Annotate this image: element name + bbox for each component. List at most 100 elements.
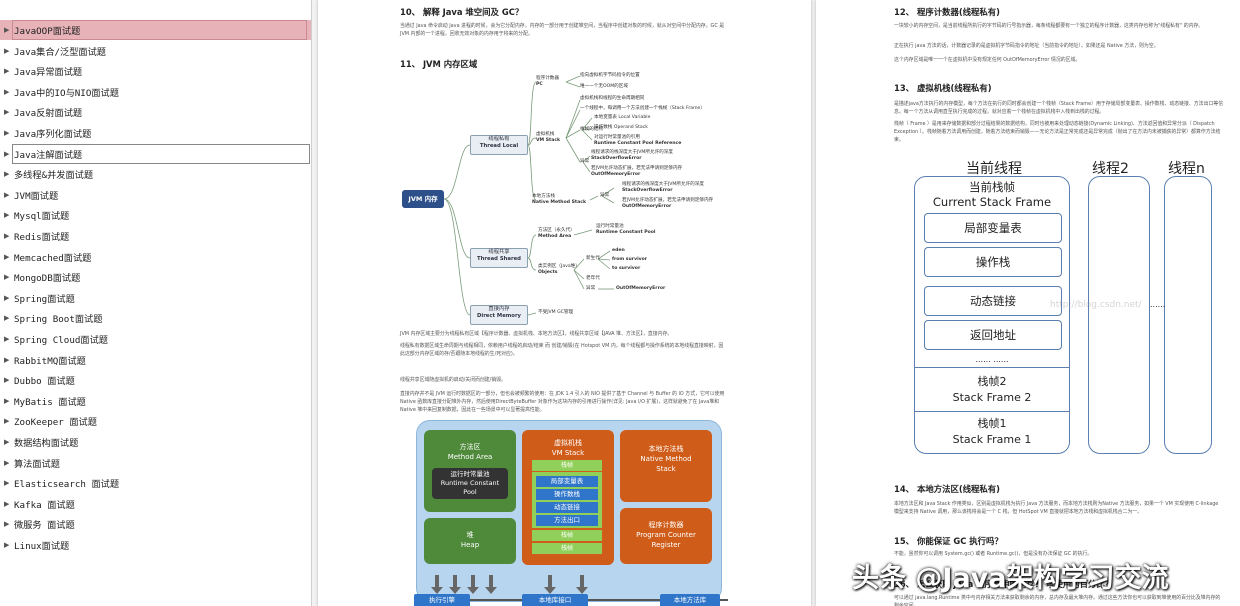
sidebar-item-label: 算法面试题 (14, 458, 60, 470)
sidebar-item[interactable]: ▶MyBatis 面试题 (0, 391, 311, 411)
vm-stack-cn: 虚拟机栈 (536, 132, 555, 137)
node-label-cn: 线程私有 (488, 136, 510, 142)
current-frame-cn: 当前栈帧 (969, 180, 1015, 194)
mindmap-exception: 异常 (600, 193, 610, 198)
divider (914, 367, 1070, 368)
thread2-column (1088, 176, 1150, 454)
expand-arrow-icon[interactable]: ▶ (4, 376, 10, 385)
sidebar-item-label: Java序列化面试题 (14, 129, 92, 140)
sidebar-item[interactable]: ▶ 算法面试题 (0, 453, 311, 473)
sidebar-item[interactable]: ▶ Java序列化面试题 (0, 123, 311, 143)
sidebar-item-label: MongoDB面试题 (14, 273, 81, 285)
heading-q14: 14、 本地方法区(线程私有) (894, 484, 1000, 494)
sidebar-item-label: 多线程&并发面试题 (14, 170, 94, 182)
expand-arrow-icon[interactable]: ▶ (4, 46, 10, 55)
native-library-block: 本地方法库 (660, 594, 720, 606)
expand-arrow-icon[interactable]: ▶ (4, 211, 10, 220)
operand-stack: 操作栈 (924, 247, 1062, 277)
expand-arrow-icon[interactable]: ▶ (4, 335, 10, 343)
sidebar-item[interactable]: ▶JVM面试题 (0, 185, 311, 205)
sidebar-item[interactable]: ▶Java中的IO与NIO面试题 (0, 82, 311, 102)
sidebar-item[interactable]: ▶ RabbitMQ面试题 (0, 350, 311, 370)
sidebar-item[interactable]: ▶ MongoDB面试题 (0, 267, 311, 287)
frame-dots: ...... ...... (975, 355, 1009, 364)
expand-arrow-icon[interactable]: ▶ (4, 417, 10, 426)
node-label-en: Thread Local (479, 143, 519, 149)
rcp-en2: Pool (463, 488, 477, 496)
sidebar-item-label: RabbitMQ面试题 (14, 355, 86, 367)
expand-arrow-icon[interactable]: ▶ (4, 232, 10, 240)
paragraph: 正在执行 java 方法的话，计数器记录的是虚拟机字节码指令的地址（当前指令的地… (894, 43, 1159, 49)
young-item-label: eden (612, 248, 625, 253)
sidebar-item[interactable]: ▶Elasticsearch 面试题 (0, 473, 311, 493)
frame1-cn: 栈帧1 (977, 417, 1007, 430)
sidebar-item[interactable]: ▶JavaOOP面试题 (0, 20, 311, 40)
sidebar-item[interactable]: ▶Spring Cloud面试题 (0, 329, 311, 349)
sidebar-item[interactable]: ▶Redis面试题 (0, 226, 311, 246)
expand-arrow-icon[interactable]: ▶ (4, 438, 10, 446)
heap-en: Objects (538, 270, 558, 275)
frame-item-en: Runtime Constant Pool Reference (594, 141, 682, 146)
sidebar-item[interactable]: ▶Kafka 面试题 (0, 494, 311, 514)
divider (914, 411, 1070, 412)
mindmap-connectors (443, 75, 615, 316)
sidebar-item[interactable]: ▶ Java反射面试题 (0, 102, 311, 122)
sidebar-item[interactable]: ▶Spring面试题 (0, 288, 311, 308)
mindmap-frame-item: 操作数栈 Operand Stack (594, 125, 648, 130)
mindmap-young-item: eden (612, 248, 625, 254)
operand-stack: 操作数栈 (536, 489, 598, 500)
expand-arrow-icon[interactable]: ▶ (4, 252, 10, 261)
mindmap-exc-item: OutOfMemoryError (622, 204, 671, 210)
expand-arrow-icon[interactable]: ▶ (4, 190, 10, 199)
sidebar-item[interactable]: ▶Spring Boot面试题 (0, 308, 311, 328)
expand-arrow-icon[interactable]: ▶ (4, 87, 10, 96)
sidebar-item-label: Java反射面试题 (14, 108, 83, 120)
mindmap-exc-item: 若JVM允许动态扩展，若无法申请到足够内存 (591, 166, 683, 171)
paragraph: 本地方法区和 Java Stack 作用类似，区别是虚拟机栈为执行 Java 方… (894, 501, 1219, 515)
expand-arrow-icon[interactable]: ▶ (4, 355, 10, 364)
threadn-title: 线程n (1168, 161, 1205, 177)
expand-arrow-icon[interactable]: ▶ (4, 541, 10, 549)
expand-arrow-icon[interactable]: ▶ (4, 479, 10, 488)
sidebar-item[interactable]: ▶Dubbo 面试题 (0, 370, 311, 390)
expand-arrow-icon[interactable]: ▶ (4, 499, 10, 508)
expand-arrow-icon[interactable]: ▶ (4, 129, 10, 137)
expand-arrow-icon[interactable]: ▶ (4, 273, 10, 282)
pc-en: PC (536, 82, 543, 87)
sidebar-item[interactable]: ▶ Linux面试题 (0, 535, 311, 555)
sidebar-item[interactable]: ▶微服务 面试题 (0, 514, 311, 534)
expand-arrow-icon[interactable]: ▶ (4, 458, 10, 467)
sidebar-item[interactable]: ▶ 多线程&并发面试题 (0, 164, 311, 184)
expand-arrow-icon[interactable]: ▶ (4, 108, 10, 117)
exc-item-en: OutOfMemoryError (591, 172, 641, 177)
sidebar-item-label: Linux面试题 (14, 541, 70, 552)
expand-arrow-icon[interactable]: ▶ (4, 149, 10, 158)
expand-arrow-icon[interactable]: ▶ (4, 67, 10, 76)
expand-arrow-icon[interactable]: ▶ (4, 170, 10, 179)
native-interface-block: 本地库接口 (522, 594, 588, 606)
expand-arrow-icon[interactable]: ▶ (4, 293, 10, 302)
expand-arrow-icon[interactable]: ▶ (4, 396, 10, 405)
return-address: 返回地址 (924, 320, 1062, 350)
execution-engine-block: 执行引擎 (414, 594, 470, 606)
sidebar-item[interactable]: ▶Java注解面试题 (0, 143, 311, 164)
paragraph: 线程私有数据区域生命周期与线程相同，依赖用户线程的启动/结束 而 创建/销毁(在… (400, 343, 724, 357)
sidebar-item[interactable]: ▶Java异常面试题 (0, 61, 311, 81)
paragraph: 一块较小的内存空间，是当前线程所执行的字节码的行号指示器，每条线程都要有一个独立… (894, 23, 1204, 29)
young-item-label: from survivor (612, 257, 648, 262)
sidebar-item[interactable]: ▶Mysql面试题 (0, 205, 311, 225)
method-area-en: Method Area (538, 234, 572, 239)
expand-arrow-icon[interactable]: ▶ (4, 26, 10, 34)
sidebar-item[interactable]: ▶数据结构面试题 (0, 432, 311, 452)
native-en: Native Method (640, 455, 692, 463)
dynamic-linking: 动态链接 (924, 286, 1062, 316)
sidebar-item[interactable]: ▶Memcached面试题 (0, 247, 311, 267)
document-page-left: 10、 解释 Java 堆空间及 GC？ 当通过 Java 命令启动 Java … (318, 0, 811, 606)
expand-arrow-icon[interactable]: ▶ (4, 520, 10, 529)
sidebar-item[interactable]: ▶Java集合/泛型面试题 (0, 41, 311, 61)
sidebar-item[interactable]: ▶ZooKeeper 面试题 (0, 411, 311, 431)
expand-arrow-icon[interactable]: ▶ (4, 314, 10, 323)
